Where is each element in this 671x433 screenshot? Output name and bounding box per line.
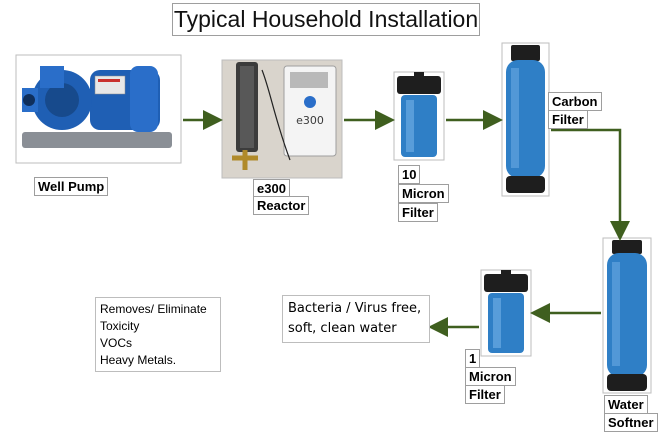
1-micron-type-label: Filter — [465, 385, 505, 404]
10-micron-number-label: 10 — [398, 165, 421, 184]
1-micron-filter-image — [480, 269, 532, 357]
reactor-label: Reactor — [253, 196, 310, 215]
output-description: Bacteria / Virus free, soft, clean water — [282, 295, 430, 343]
reactor-model-label: e300 — [253, 179, 290, 198]
output-line-1: Bacteria / Virus free, — [288, 301, 422, 316]
arrow-carbon-to-softener — [551, 128, 630, 241]
page-title: Typical Household Installation — [172, 3, 480, 36]
output-line-2: soft, clean water — [288, 321, 397, 336]
10-micron-type-label: Filter — [398, 203, 438, 222]
water-softener-tank-image — [602, 237, 652, 394]
10-micron-filter-image — [393, 71, 445, 161]
water-softener-label-1: Water — [604, 395, 648, 414]
carbon-filter-tank-image — [501, 42, 550, 197]
water-softener-label-2: Softner — [604, 413, 658, 432]
removes-line-2: Toxicity — [100, 319, 140, 333]
1-micron-unit-label: Micron — [465, 367, 516, 386]
removes-line-4: Heavy Metals. — [100, 353, 177, 367]
removes-line-3: VOCs — [100, 336, 133, 350]
1-micron-number-label: 1 — [465, 349, 481, 368]
well-pump-label: Well Pump — [34, 177, 109, 196]
carbon-filter-label-2: Filter — [548, 110, 588, 129]
flow-arrows — [183, 110, 630, 337]
removes-line-1: Removes/ Eliminate — [100, 302, 207, 316]
removes-list: Removes/ Eliminate Toxicity VOCs Heavy M… — [95, 297, 221, 372]
e300-panel-text: e300 — [296, 114, 324, 127]
10-micron-unit-label: Micron — [398, 184, 449, 203]
well-pump-image — [15, 54, 182, 164]
e300-reactor-image: e300 — [221, 59, 343, 179]
carbon-filter-label-1: Carbon — [548, 92, 602, 111]
